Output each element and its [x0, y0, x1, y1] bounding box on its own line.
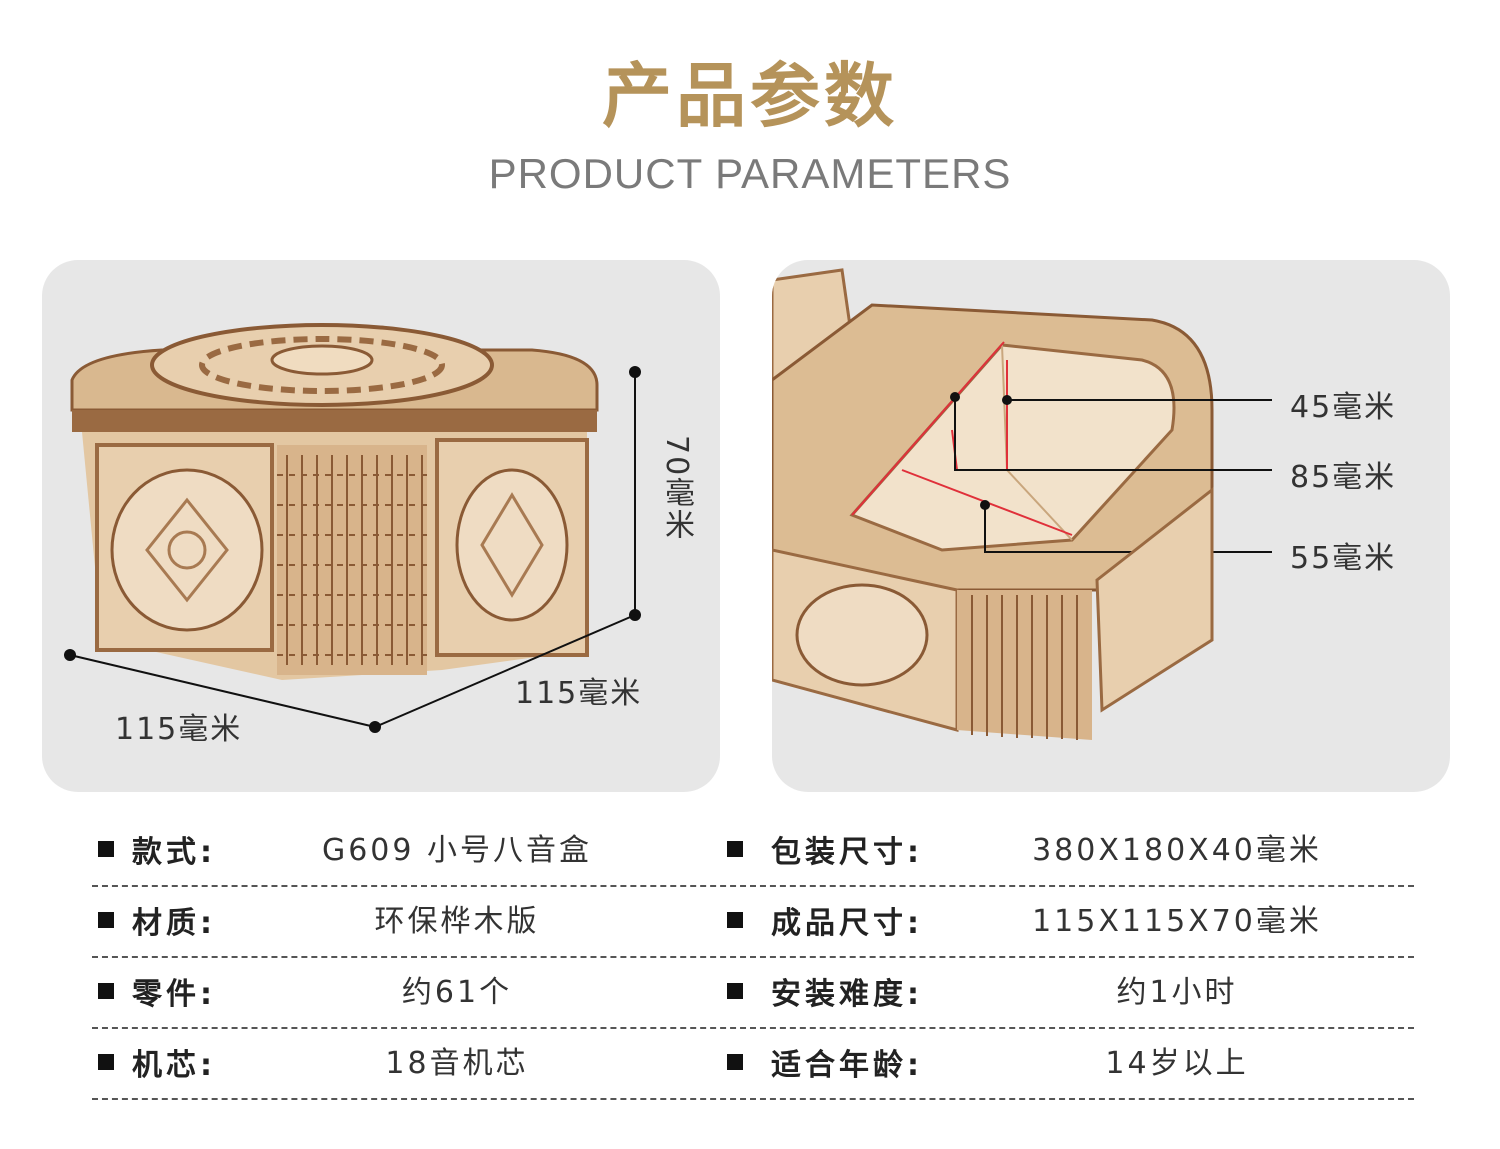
page-title: 产品参数 — [602, 55, 898, 137]
interior-length-label: 85毫米 — [1290, 460, 1397, 495]
spec-value: 18音机芯 — [385, 1046, 529, 1081]
interior-dimensions-panel: 45毫米 85毫米 55毫米 — [772, 260, 1450, 792]
table-row: 机芯: 18音机芯 适合年龄: 14岁以上 — [92, 1028, 1414, 1100]
spec-item: 机芯: 18音机芯 — [92, 1028, 722, 1098]
bullet-icon — [727, 912, 743, 928]
spec-key: 包装尺寸: — [771, 835, 923, 870]
bullet-icon — [727, 841, 743, 857]
bullet-icon — [727, 1054, 743, 1070]
height-dimension-label: 70毫米 — [659, 435, 694, 542]
spec-item: 适合年龄: 14岁以上 — [727, 1028, 1414, 1098]
spec-key: 零件: — [132, 977, 216, 1012]
spec-value: 115X115X70毫米 — [1032, 904, 1322, 939]
page-subtitle: PRODUCT PARAMETERS — [488, 150, 1012, 197]
bullet-icon — [98, 1054, 114, 1070]
table-row: 零件: 约61个 安装难度: 约1小时 — [92, 957, 1414, 1029]
spec-value: G609 小号八音盒 — [321, 833, 593, 868]
spec-item: 零件: 约61个 — [92, 957, 722, 1027]
table-row: 材质: 环保桦木版 成品尺寸: 115X115X70毫米 — [92, 886, 1414, 958]
spec-value: 约61个 — [401, 975, 513, 1010]
spec-key: 适合年龄: — [771, 1048, 923, 1083]
interior-width-label: 55毫米 — [1290, 541, 1397, 576]
music-box-illustration — [64, 323, 641, 733]
bullet-icon — [98, 841, 114, 857]
open-box-illustration — [772, 268, 1272, 740]
spec-key: 成品尺寸: — [771, 906, 923, 941]
spec-key: 款式: — [132, 835, 216, 870]
spec-value: 380X180X40毫米 — [1032, 833, 1322, 868]
bullet-icon — [98, 983, 114, 999]
table-row: 款式: G609 小号八音盒 包装尺寸: 380X180X40毫米 — [92, 815, 1414, 887]
interior-depth-label: 45毫米 — [1290, 390, 1397, 425]
spec-item: 安装难度: 约1小时 — [727, 957, 1414, 1027]
spec-item: 成品尺寸: 115X115X70毫米 — [727, 886, 1414, 956]
spec-key: 材质: — [132, 906, 216, 941]
spec-item: 材质: 环保桦木版 — [92, 886, 722, 956]
spec-value: 环保桦木版 — [374, 904, 540, 939]
spec-item: 包装尺寸: 380X180X40毫米 — [727, 815, 1414, 885]
product-dimensions-panel: 70毫米 115毫米 115毫米 — [42, 260, 720, 792]
spec-value: 约1小时 — [1116, 975, 1238, 1010]
spec-item: 款式: G609 小号八音盒 — [92, 815, 722, 885]
spec-key: 安装难度: — [771, 977, 923, 1012]
spec-value: 14岁以上 — [1105, 1046, 1249, 1081]
depth-dimension-label: 115毫米 — [515, 676, 643, 711]
bullet-icon — [727, 983, 743, 999]
width-dimension-label: 115毫米 — [115, 712, 243, 747]
spec-key: 机芯: — [132, 1048, 216, 1083]
bullet-icon — [98, 912, 114, 928]
